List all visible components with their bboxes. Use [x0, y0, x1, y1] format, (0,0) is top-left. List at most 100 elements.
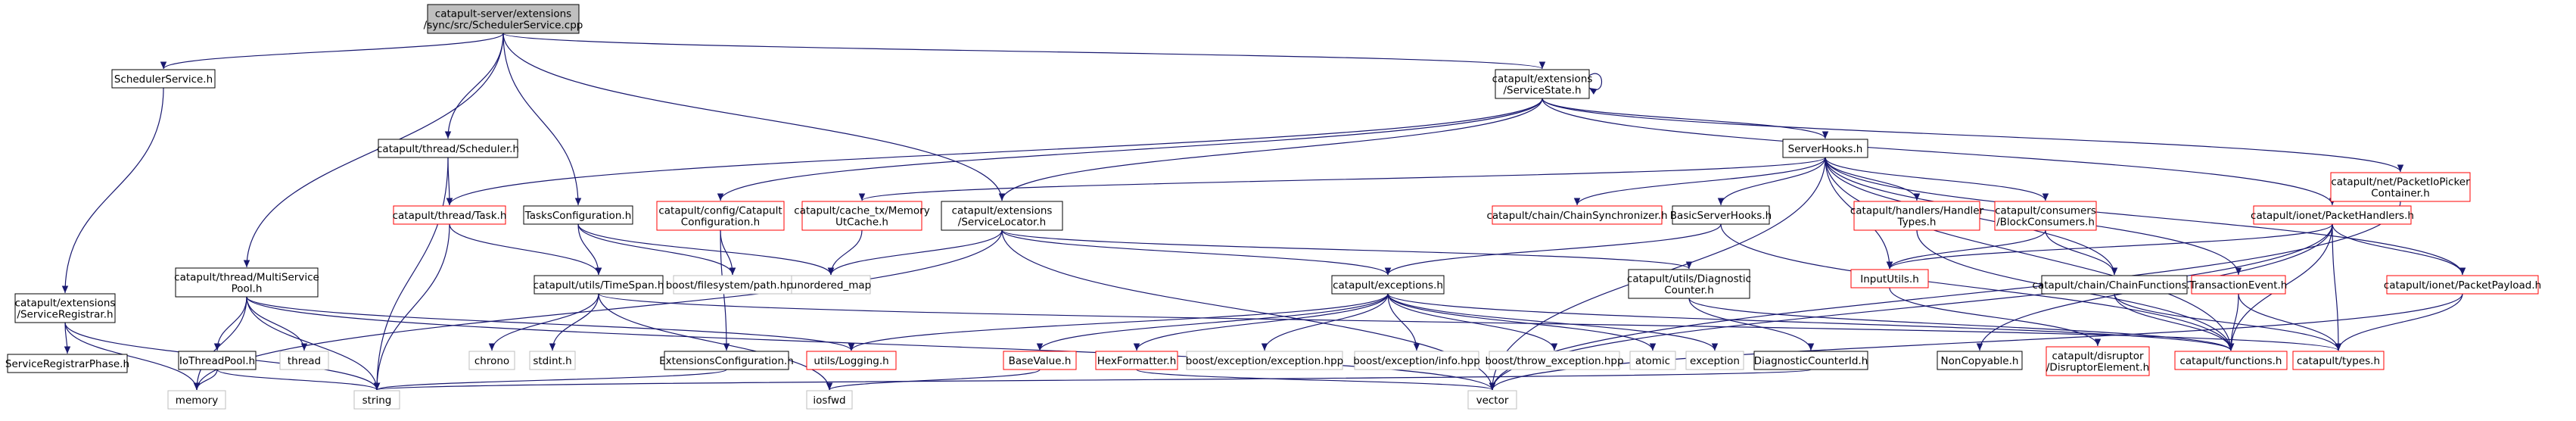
- edge-server-hooks-h-to-handler-types-h: [1825, 157, 1921, 201]
- node-thread-task-h[interactable]: catapult/thread/Task.h: [393, 205, 507, 225]
- node-utils-logging-h[interactable]: utils/Logging.h: [806, 351, 897, 370]
- graph-nodes: catapult-server/extensions/sync/src/Sche…: [5, 4, 2541, 410]
- node-label: /DisruptorElement.h: [2046, 362, 2149, 374]
- node-base-value-h[interactable]: BaseValue.h: [1003, 351, 1077, 370]
- node-hex-formatter-h[interactable]: HexFormatter.h: [1095, 351, 1178, 370]
- node-label: catapult/types.h: [2297, 355, 2380, 367]
- node-label: catapult/ionet/PacketHandlers.h: [2251, 210, 2414, 222]
- node-input-utils-h[interactable]: InputUtils.h: [1850, 269, 1929, 288]
- edge-service-state-h-to-packet-handlers-h: [1542, 98, 2336, 206]
- edge-service-registrar-h-to-memory: [64, 322, 201, 391]
- node-label: /BlockConsumers.h: [1996, 217, 2095, 229]
- node-diagnostic-counter-id-h[interactable]: DiagnosticCounterId.h: [1753, 351, 1868, 370]
- node-label: catapult/thread/Task.h: [393, 210, 507, 222]
- graph-edges: [61, 33, 2466, 391]
- node-chain-functions-h[interactable]: catapult/chain/ChainFunctions.h: [2033, 275, 2197, 295]
- node-label: Pool.h: [232, 283, 263, 295]
- node-label: catapult/utils/Diagnostic: [1627, 273, 1751, 285]
- node-packet-payload-h[interactable]: catapult/ionet/PacketPayload.h: [2384, 275, 2541, 295]
- node-label: ServerHooks.h: [1788, 143, 1863, 155]
- edge-transaction-event-h-to-types-h: [2238, 293, 2342, 351]
- edge-multi-service-pool-h-to-io-thread-pool-h: [213, 296, 247, 351]
- node-label: iosfwd: [813, 394, 845, 407]
- node-diagnostic-counter-h[interactable]: catapult/utils/DiagnosticCounter.h: [1627, 269, 1751, 299]
- node-unordered-map: unordered_map: [791, 275, 871, 295]
- node-label: catapult/disruptor: [2052, 351, 2144, 363]
- node-label: TasksConfiguration.h: [524, 210, 632, 222]
- node-label: catapult/extensions: [1492, 73, 1593, 86]
- edge-server-hooks-h-to-block-consumers-h: [1825, 157, 2049, 201]
- edge-root-to-thread-scheduler-h: [444, 33, 504, 139]
- node-types-h[interactable]: catapult/types.h: [2292, 351, 2385, 370]
- node-service-state-h[interactable]: catapult/extensions/ServiceState.h: [1492, 69, 1593, 99]
- node-scheduler-service-h[interactable]: SchedulerService.h: [111, 69, 216, 89]
- edge-exceptions-h-to-exception: [1387, 293, 1719, 351]
- node-label: BasicServerHooks.h: [1670, 210, 1772, 222]
- node-boost-exception-hpp: boost/exception/exception.hpp: [1186, 351, 1343, 370]
- node-service-locator-h[interactable]: catapult/extensions/ServiceLocator.h: [941, 201, 1063, 231]
- node-label: catapult/chain/ChainFunctions.h: [2033, 279, 2197, 292]
- edge-basic-server-hooks-h-to-exceptions-h: [1384, 223, 1722, 276]
- node-disruptor-element-h[interactable]: catapult/disruptor/DisruptorElement.h: [2046, 346, 2150, 376]
- edge-io-thread-pool-h-to-string: [216, 369, 381, 391]
- edge-root-to-service-state-h: [502, 33, 1545, 70]
- edge-utils-time-span-h-to-iosfwd: [598, 293, 833, 391]
- node-string: string: [353, 390, 400, 410]
- node-extensions-configuration-h[interactable]: ExtensionsConfiguration.h: [659, 351, 794, 370]
- node-thread-scheduler-h[interactable]: catapult/thread/Scheduler.h: [377, 139, 519, 158]
- node-label: catapult/config/Catapult: [658, 205, 782, 217]
- node-filesystem-path-hpp: boost/filesystem/path.hpp: [666, 275, 800, 295]
- edge-service-locator-h-to-diagnostic-counter-h: [1001, 229, 1692, 270]
- edge-scheduler-service-h-to-service-registrar-h: [61, 87, 164, 294]
- node-transaction-event-h[interactable]: TransactionEvent.h: [2189, 275, 2288, 295]
- edge-service-state-h-to-service-state-h: [1588, 73, 1603, 95]
- edge-multi-service-pool-h-to-memory: [193, 296, 247, 391]
- node-block-consumers-h[interactable]: catapult/consumers/BlockConsumers.h: [1994, 201, 2097, 231]
- node-chain-synchronizer-h[interactable]: catapult/chain/ChainSynchronizer.h: [1486, 205, 1668, 225]
- edge-chain-functions-h-to-types-h: [2114, 293, 2342, 351]
- node-label: catapult/thread/MultiService: [174, 272, 319, 284]
- node-service-registrar-phase-h[interactable]: ServiceRegistrarPhase.h: [5, 354, 129, 373]
- edge-block-consumers-h-to-input-utils-h: [1886, 229, 2046, 270]
- node-label: catapult/handlers/Handler: [1850, 205, 1984, 217]
- node-stdint-h: stdint.h: [529, 351, 576, 370]
- node-label: exception: [1690, 355, 1740, 367]
- node-atomic: atomic: [1629, 351, 1676, 370]
- edge-service-state-h-to-config-catapult-configuration-h: [717, 98, 1543, 201]
- node-utils-time-span-h[interactable]: catapult/utils/TimeSpan.h: [534, 275, 664, 295]
- edge-extensions-configuration-h-to-string: [374, 369, 727, 391]
- node-iosfwd: iosfwd: [806, 390, 853, 410]
- node-label: catapult/thread/Scheduler.h: [377, 143, 519, 155]
- edge-exceptions-h-to-utils-logging-h: [848, 293, 1389, 351]
- edge-thread-task-h-to-string: [373, 223, 450, 391]
- edge-exceptions-h-to-boost-throw-exception-hpp: [1387, 293, 1558, 351]
- node-packet-handlers-h[interactable]: catapult/ionet/PacketHandlers.h: [2251, 205, 2414, 225]
- node-server-hooks-h[interactable]: ServerHooks.h: [1782, 139, 1868, 158]
- node-service-registrar-h[interactable]: catapult/extensions/ServiceRegistrar.h: [14, 293, 116, 323]
- node-basic-server-hooks-h[interactable]: BasicServerHooks.h: [1670, 205, 1772, 225]
- edge-cache-memory-ut-cache-h-to-unordered-map: [827, 229, 863, 276]
- node-io-thread-pool-h[interactable]: IoThreadPool.h: [178, 351, 257, 370]
- node-label: catapult/functions.h: [2179, 355, 2282, 367]
- edge-service-state-h-to-server-hooks-h: [1542, 98, 1829, 139]
- node-label: ServiceRegistrarPhase.h: [5, 358, 129, 370]
- edge-thread-scheduler-h-to-string: [373, 157, 449, 391]
- edge-base-value-h-to-iosfwd: [826, 369, 1041, 391]
- node-label: string: [362, 394, 392, 407]
- edge-exceptions-h-to-atomic: [1387, 293, 1657, 351]
- edge-root-to-tasks-configuration-h: [502, 33, 582, 206]
- node-exceptions-h[interactable]: catapult/exceptions.h: [1331, 275, 1445, 295]
- node-tasks-configuration-h[interactable]: TasksConfiguration.h: [523, 205, 633, 225]
- edge-exceptions-h-to-boost-exception-hpp: [1261, 293, 1389, 351]
- node-label: boost/filesystem/path.hpp: [666, 279, 800, 292]
- edge-service-state-h-to-packet-io-picker-h: [1542, 98, 2404, 173]
- node-label: IoThreadPool.h: [179, 355, 255, 367]
- edge-hex-formatter-h-to-vector: [1136, 369, 1495, 391]
- node-noncopyable-h[interactable]: NonCopyable.h: [1937, 351, 2023, 370]
- node-functions-h[interactable]: catapult/functions.h: [2174, 351, 2288, 370]
